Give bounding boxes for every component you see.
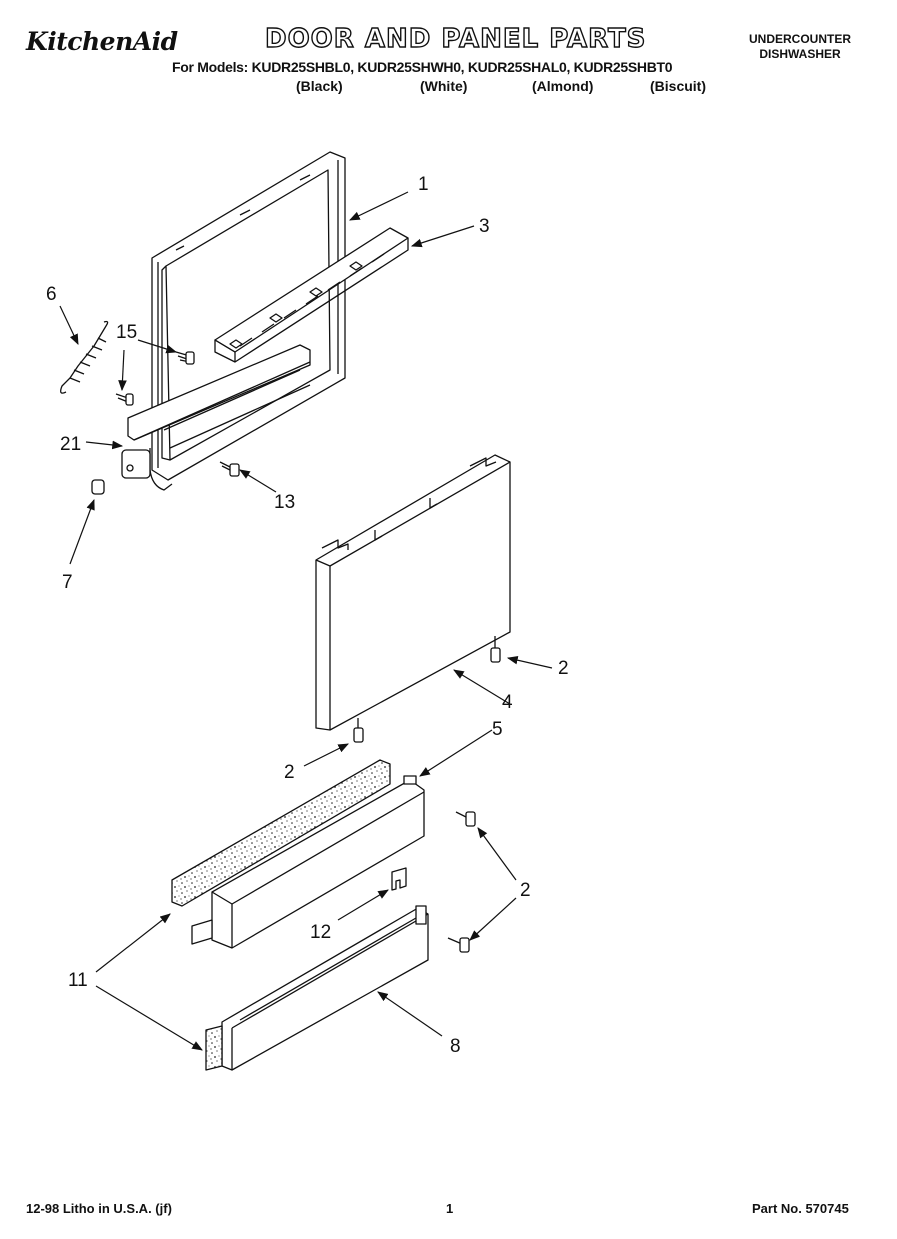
color-biscuit: (Biscuit) [650, 78, 706, 94]
appliance-type: UNDERCOUNTER DISHWASHER [735, 32, 865, 62]
screw-2-bottom-panel [353, 718, 364, 743]
screw-2-kickplate-bottom [447, 937, 470, 953]
leader-arrows [59, 191, 553, 1051]
screws-15 [115, 351, 195, 406]
door-vent-rail [214, 227, 409, 363]
callout-15: 15 [116, 322, 137, 343]
page-number: 1 [446, 1201, 454, 1216]
color-black: (Black) [296, 78, 343, 94]
models-line: For Models: KUDR25SHBL0, KUDR25SHWH0, KU… [172, 59, 673, 75]
callout-12: 12 [310, 922, 331, 943]
part-number: Part No. 570745 [752, 1201, 849, 1216]
callout-4: 4 [502, 692, 513, 713]
insulation-strip [171, 759, 391, 907]
callout-5: 5 [492, 719, 503, 740]
screw-13 [219, 461, 240, 477]
callout-3: 3 [479, 216, 490, 237]
callout-2-kickplate: 2 [520, 880, 531, 901]
callout-21: 21 [60, 434, 81, 455]
callout-7: 7 [62, 572, 73, 593]
screw-2-right-panel [490, 636, 501, 663]
callout-8: 8 [450, 1036, 461, 1057]
outer-door-panel [315, 454, 511, 731]
kitchenaid-logo: KitchenAid [26, 27, 178, 56]
appliance-type-line1: UNDERCOUNTER [749, 32, 851, 46]
inner-door-frame [121, 151, 346, 491]
lower-toe-panel [205, 905, 429, 1071]
callout-13: 13 [274, 492, 295, 513]
page-title: DOOR AND PANEL PARTS [264, 23, 647, 54]
callout-11: 11 [68, 970, 88, 991]
color-white: (White) [420, 78, 468, 94]
callout-2-panel: 2 [558, 658, 569, 679]
appliance-type-line2: DISHWASHER [759, 47, 841, 61]
callout-labels: 1 3 6 15 21 13 7 2 4 5 2 2 12 11 8 [46, 174, 569, 1057]
door-spring [60, 320, 109, 394]
callout-6: 6 [46, 284, 57, 305]
lower-channel [127, 344, 311, 449]
clip-12 [391, 867, 407, 891]
clip-7 [91, 479, 105, 495]
litho-note: 12-98 Litho in U.S.A. (jf) [26, 1201, 172, 1216]
color-almond: (Almond) [532, 78, 594, 94]
screw-2-kickplate-top [455, 811, 476, 827]
kickplate-panel [191, 775, 425, 949]
callout-1: 1 [418, 174, 429, 195]
callout-2-lower: 2 [284, 762, 295, 783]
